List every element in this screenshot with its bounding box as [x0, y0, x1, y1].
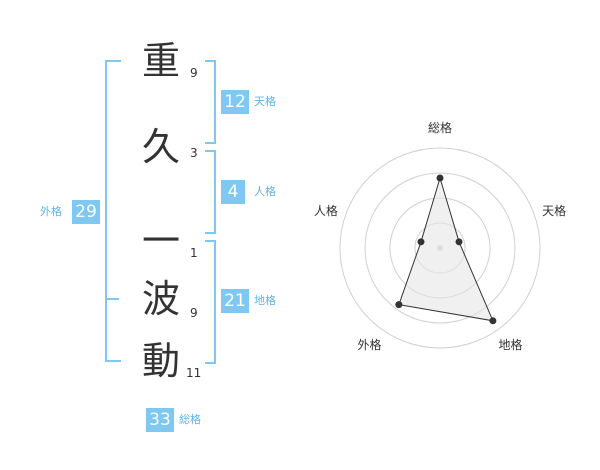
stroke-count-1: 9	[190, 66, 198, 80]
chikaku-value: 21	[221, 289, 249, 313]
radar-axis-label-1: 天格	[542, 203, 566, 218]
radar-axis-label-0: 総格	[428, 120, 452, 135]
jinkaku-label: 人格	[254, 185, 276, 198]
gaikaku-bracket	[105, 60, 121, 362]
jinkaku-bracket	[205, 150, 216, 234]
tenkaku-label: 天格	[254, 95, 276, 108]
radar-series	[398, 176, 494, 322]
gaikaku-value: 29	[72, 200, 100, 224]
soukaku-value: 33	[146, 408, 174, 432]
radar-ring-4	[339, 147, 541, 349]
chikaku-bracket	[205, 240, 216, 364]
kanji-char-4: 波	[141, 277, 180, 321]
radar-point-4	[417, 238, 425, 246]
radar-point-0	[436, 174, 444, 182]
radar-axis-label-3: 外格	[357, 337, 381, 352]
radar-axis-label-2: 地格	[499, 337, 523, 352]
radar-point-1	[455, 238, 463, 246]
radar-axis-label-4: 人格	[314, 203, 338, 218]
radar-point-2	[489, 317, 497, 325]
radar-point-3	[395, 301, 403, 309]
jinkaku-value: 4	[221, 180, 245, 204]
chikaku-label: 地格	[254, 294, 276, 307]
kanji-char-1: 重	[141, 39, 180, 83]
tenkaku-bracket	[205, 60, 216, 144]
stroke-count-2: 3	[190, 146, 198, 160]
stroke-count-4: 9	[190, 306, 198, 320]
stroke-count-3: 1	[190, 246, 198, 260]
gaikaku-bracket-divider	[105, 298, 119, 300]
stroke-count-5: 11	[186, 366, 202, 380]
radar-ring-3	[364, 172, 516, 324]
kanji-char-2: 久	[141, 125, 180, 169]
tenkaku-value: 12	[221, 90, 249, 114]
kanji-char-3: 一	[141, 219, 180, 263]
kanji-char-5: 動	[141, 339, 180, 383]
soukaku-label: 総格	[179, 413, 201, 426]
gaikaku-label: 外格	[40, 205, 62, 218]
